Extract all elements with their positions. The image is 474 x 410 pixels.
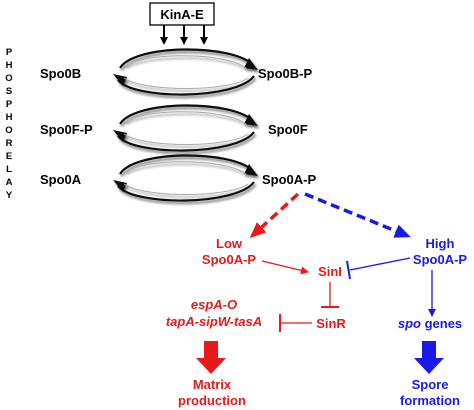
relay-cycle-2	[113, 104, 258, 152]
phosphorelay-letter: A	[6, 177, 13, 188]
phosphorelay-letter: E	[6, 151, 12, 162]
low-branch-dashed-arrow	[249, 192, 300, 239]
relay-right-label: Spo0B-P	[258, 66, 313, 81]
phosphorelay-letter: H	[6, 60, 13, 71]
high-spo0a-label: Spo0A-P	[413, 252, 468, 267]
phosphorelay-letter: L	[6, 164, 12, 175]
relay-right-label: Spo0A-P	[262, 172, 317, 187]
phosphorelay-letter: S	[6, 86, 12, 97]
high-label: High	[426, 236, 455, 251]
phosphorelay-letter: O	[5, 73, 12, 84]
relay-right-label: Spo0F	[268, 122, 308, 137]
phosphorelay-label: P H O S P H O R E L A Y	[5, 47, 13, 201]
relay-left-label: Spo0B	[40, 66, 81, 81]
kinase-box: KinA-E	[149, 2, 215, 26]
sini-inhibits-sinr	[321, 282, 339, 308]
low-spo0a-label: Spo0A-P	[202, 252, 257, 267]
relay-cycle-3	[113, 154, 258, 202]
kinase-label: KinA-E	[160, 7, 204, 22]
spore-block-arrow	[414, 341, 444, 374]
sini-label: SinI	[318, 264, 342, 279]
sinr-label: SinR	[316, 316, 346, 331]
formation-label: formation	[400, 393, 460, 408]
tapa-operon-label: tapA-sipW-tasA	[166, 314, 262, 329]
high-branch-dashed-arrow	[304, 192, 411, 238]
relay-cycle-1	[113, 48, 258, 96]
matrix-label: Matrix	[193, 377, 232, 392]
low-activates-sini-arrow	[261, 260, 309, 275]
phosphorelay-letter: R	[6, 138, 13, 149]
production-label: production	[178, 393, 246, 408]
relay-left-label: Spo0A	[40, 172, 82, 187]
high-inhibits-sini	[346, 257, 411, 280]
phosphorelay-letter: O	[5, 125, 12, 136]
spore-label: Spore	[412, 377, 449, 392]
low-label: Low	[216, 236, 243, 251]
sinr-inhibits-operons	[279, 314, 312, 332]
kinase-arrows	[160, 25, 208, 45]
phosphorelay-letter: Y	[6, 190, 13, 201]
phosphorelay-letter: H	[6, 112, 13, 123]
espa-o-operon-label: espA-O	[191, 297, 237, 312]
spo-genes-label: spo genes	[398, 316, 462, 331]
phosphorelay-letter: P	[6, 47, 13, 58]
phosphorelay-letter: P	[6, 99, 13, 110]
matrix-block-arrow	[196, 341, 226, 374]
relay-left-label: Spo0F-P	[40, 122, 93, 137]
